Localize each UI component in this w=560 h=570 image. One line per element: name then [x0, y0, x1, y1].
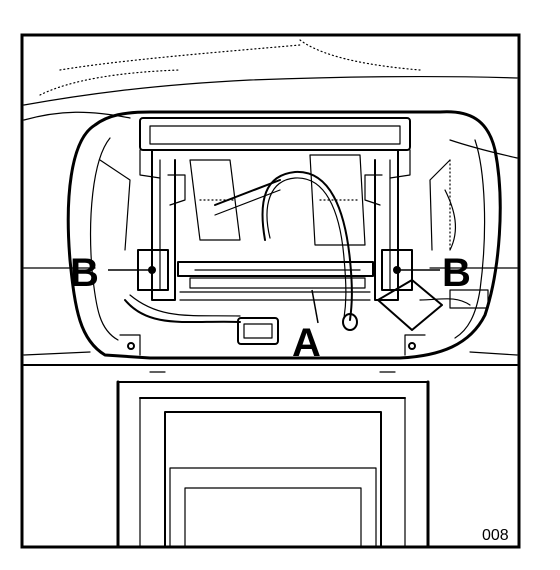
center-console — [116, 371, 430, 549]
leader-lines — [108, 269, 440, 324]
dashboard-opening — [66, 110, 502, 360]
lower-mount-tabs — [119, 334, 426, 356]
callout-b-right: B — [442, 251, 471, 295]
round-plug — [342, 313, 358, 331]
callout-b-left: B — [70, 251, 99, 295]
screw-icon — [393, 266, 401, 274]
upper-bracket — [139, 117, 411, 179]
dashboard-sill — [23, 267, 518, 366]
lower-cross-bars — [177, 261, 374, 301]
internal-structure — [99, 154, 451, 251]
wiring-harness — [124, 159, 456, 324]
callout-a: A — [292, 321, 321, 365]
right-component — [377, 279, 489, 331]
screw-icon — [148, 266, 156, 274]
connector-plug-icon — [237, 317, 279, 345]
right-mount-bracket — [364, 149, 413, 301]
figure-number: 008 — [482, 527, 509, 544]
left-connector — [237, 317, 279, 345]
